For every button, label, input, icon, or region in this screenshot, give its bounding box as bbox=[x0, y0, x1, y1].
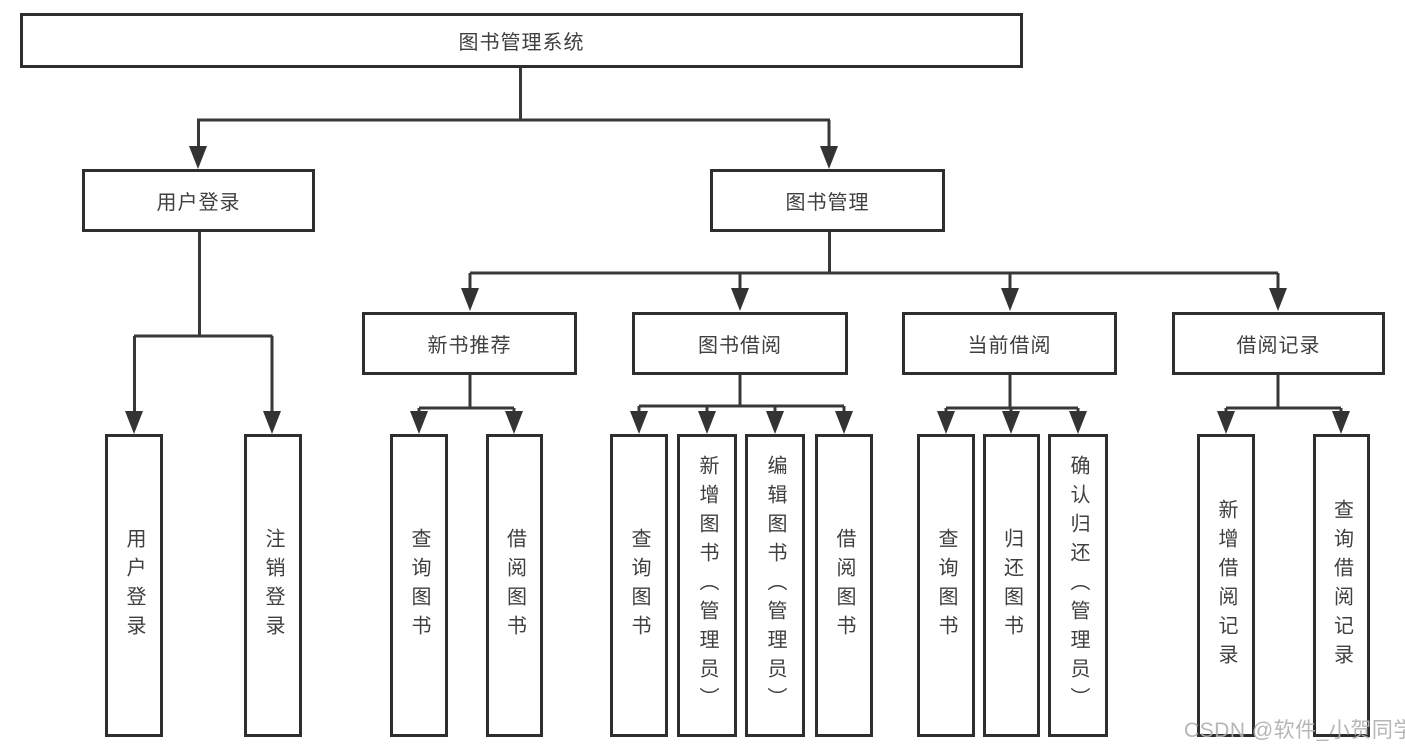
leaf-query-book-2: 查询图书 bbox=[610, 434, 668, 737]
watermark-text: CSDN @软件_小贺同学 bbox=[1184, 719, 1405, 742]
leaf-return-book: 归还图书 bbox=[983, 434, 1040, 737]
node-current-borrow: 当前借阅 bbox=[902, 312, 1117, 375]
leaf-query-book-3: 查询图书 bbox=[917, 434, 975, 737]
leaf-query-book-1: 查询图书 bbox=[390, 434, 448, 737]
leaf-borrow-book-2: 借阅图书 bbox=[815, 434, 873, 737]
leaf-user-login: 用户登录 bbox=[105, 434, 163, 737]
leaf-borrow-book-1: 借阅图书 bbox=[486, 434, 543, 737]
node-book-management: 图书管理 bbox=[710, 169, 945, 232]
node-root: 图书管理系统 bbox=[20, 13, 1023, 68]
leaf-confirm-return-admin: 确认归还（管理员） bbox=[1048, 434, 1108, 737]
node-borrow-records: 借阅记录 bbox=[1172, 312, 1385, 375]
node-book-borrow: 图书借阅 bbox=[632, 312, 848, 375]
leaf-query-borrow-record: 查询借阅记录 bbox=[1313, 434, 1370, 737]
node-user-login: 用户登录 bbox=[82, 169, 315, 232]
node-new-book-recommend: 新书推荐 bbox=[362, 312, 577, 375]
leaf-logout: 注销登录 bbox=[244, 434, 302, 737]
arrowhead-icons bbox=[125, 146, 1350, 434]
leaf-add-borrow-record: 新增借阅记录 bbox=[1197, 434, 1255, 737]
leaf-add-book-admin: 新增图书（管理员） bbox=[677, 434, 737, 737]
leaf-edit-book-admin: 编辑图书（管理员） bbox=[745, 434, 805, 737]
